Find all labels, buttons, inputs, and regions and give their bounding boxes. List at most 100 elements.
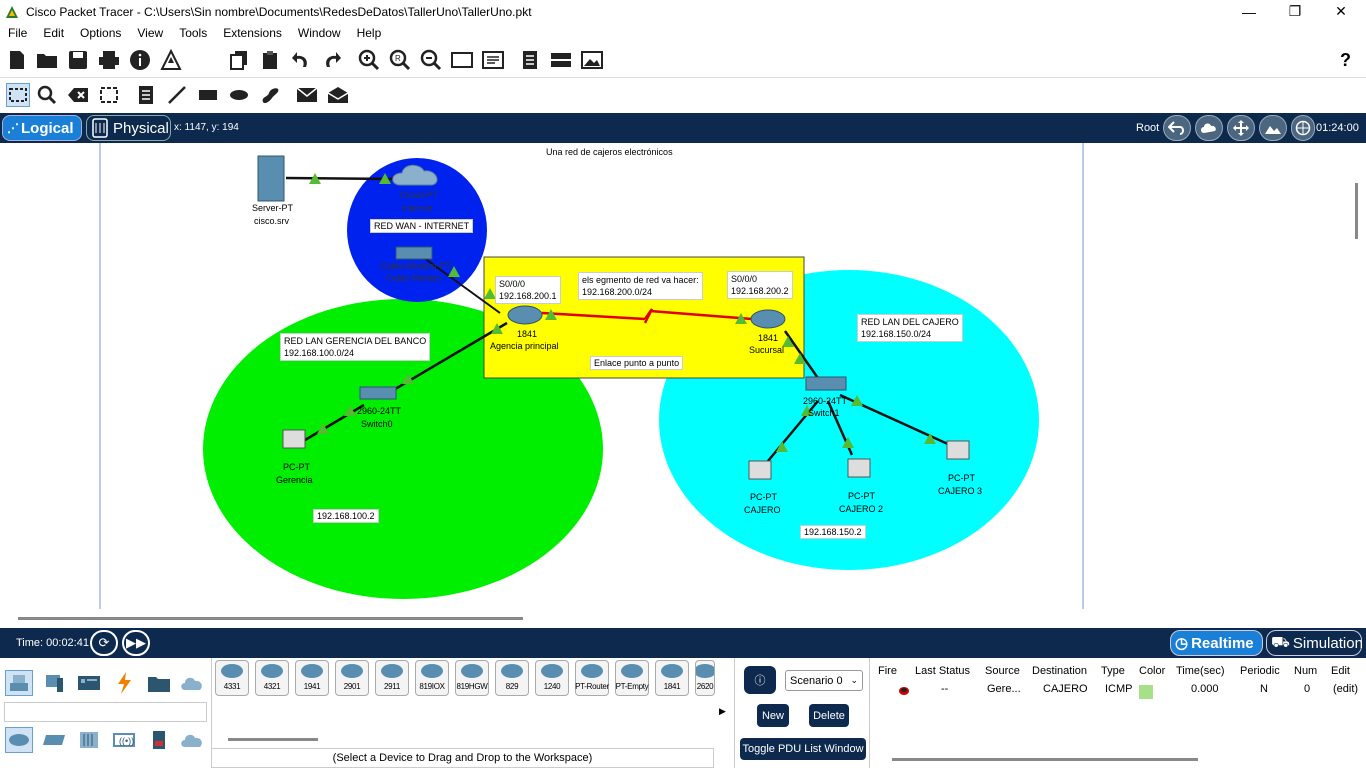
zoom-in-icon[interactable]: [358, 49, 380, 71]
add-complex-pdu-icon[interactable]: [327, 84, 349, 106]
workspace-title-note: Una red de cajeros electrónicos: [546, 147, 673, 157]
menu-file[interactable]: File: [8, 26, 28, 40]
pdu-edit-link[interactable]: (edit): [1333, 683, 1359, 695]
simulation-mode-button[interactable]: ⛟ Simulation: [1266, 630, 1363, 656]
wan-emulation-subcategory-icon[interactable]: [178, 727, 206, 753]
serial-link-part1: [541, 311, 646, 321]
device-819hgw[interactable]: 819HGW: [455, 660, 489, 696]
physical-icon: [92, 118, 108, 138]
draw-ellipse-icon[interactable]: [228, 84, 250, 106]
device-2620[interactable]: 2620: [695, 660, 715, 696]
zoom-reset-icon[interactable]: R: [389, 49, 411, 71]
fire-pdu-icon[interactable]: [896, 682, 912, 700]
router2-interface-note: S0/0/0 192.168.200.2: [727, 271, 793, 299]
device-1941[interactable]: 1941: [295, 660, 329, 696]
device-template-icon[interactable]: [550, 49, 572, 71]
link-type-note: Enlace punto a punto: [590, 356, 684, 370]
pc-gerencia-model-label: PC-PT: [283, 462, 310, 472]
paste-icon[interactable]: [259, 49, 281, 71]
hubs-subcategory-icon[interactable]: [75, 727, 103, 753]
inspect-tool-icon[interactable]: [36, 84, 58, 106]
scenario-info-icon[interactable]: ⓘ: [744, 666, 776, 694]
device-829[interactable]: 829: [495, 660, 529, 696]
menu-options[interactable]: Options: [80, 26, 122, 40]
device-2911[interactable]: 2911: [375, 660, 409, 696]
close-button[interactable]: ✕: [1335, 3, 1347, 19]
toggle-pdu-list-button[interactable]: Toggle PDU List Window: [740, 738, 866, 760]
drawing-palette-icon[interactable]: [451, 49, 473, 71]
end-devices-category-icon[interactable]: [40, 670, 68, 696]
device-list-scrollbar[interactable]: [228, 738, 318, 741]
menu-extensions[interactable]: Extensions: [223, 26, 282, 40]
place-note-icon[interactable]: [135, 84, 157, 106]
add-simple-pdu-icon[interactable]: [296, 84, 318, 106]
security-subcategory-icon[interactable]: [145, 727, 173, 753]
components-category-icon[interactable]: [75, 670, 103, 696]
miscellaneous-category-icon[interactable]: [145, 670, 173, 696]
resize-shape-icon[interactable]: [98, 84, 120, 106]
realtime-mode-button[interactable]: ◷ Realtime: [1170, 630, 1263, 656]
viewport-icon[interactable]: [1291, 115, 1315, 141]
device-4331[interactable]: 4331: [215, 660, 249, 696]
device-819iox[interactable]: 819IOX: [415, 660, 449, 696]
custom-device-dialog-icon[interactable]: [482, 49, 504, 71]
fast-forward-icon[interactable]: ▶▶: [122, 630, 150, 656]
modem-host-label: Cable Modem: [386, 273, 443, 283]
activity-wizard-icon[interactable]: [160, 49, 182, 71]
menu-view[interactable]: View: [137, 26, 164, 40]
screenshot-icon[interactable]: [581, 49, 603, 71]
device-1841[interactable]: 1841: [655, 660, 689, 696]
menu-tools[interactable]: Tools: [179, 26, 208, 40]
scenario-select[interactable]: Scenario 0 ⌄: [785, 670, 863, 691]
multiuser-category-icon[interactable]: [178, 670, 206, 696]
minimize-button[interactable]: —: [1242, 3, 1256, 20]
delete-tool-icon[interactable]: [67, 84, 89, 106]
print-icon[interactable]: [98, 49, 120, 71]
open-folder-icon[interactable]: [36, 49, 58, 71]
delete-scenario-button[interactable]: Delete: [809, 704, 849, 727]
help-icon[interactable]: ?: [1340, 50, 1351, 70]
logical-workspace[interactable]: Una red de cajeros electrónicos Server-P…: [0, 143, 1366, 625]
undo-icon[interactable]: [290, 49, 312, 71]
new-file-icon[interactable]: [6, 49, 28, 71]
copy-icon[interactable]: [228, 49, 250, 71]
device-4321[interactable]: 4321: [255, 660, 289, 696]
tab-physical[interactable]: Physical: [86, 115, 171, 141]
switch0-device: [359, 386, 397, 400]
info-icon[interactable]: [129, 49, 151, 71]
move-object-icon[interactable]: [1227, 115, 1255, 141]
new-cluster-icon[interactable]: [1195, 115, 1223, 141]
back-arrow-icon[interactable]: [1163, 115, 1191, 141]
draw-rectangle-icon[interactable]: [197, 84, 219, 106]
save-icon[interactable]: [67, 49, 89, 71]
notes-icon[interactable]: [519, 49, 541, 71]
routers-subcategory-icon[interactable]: [5, 727, 33, 753]
pdu-list-table: Fire Last Status Source Destination Type…: [872, 658, 1366, 768]
expand-arrow-icon[interactable]: ▶: [719, 706, 726, 716]
pc-cajero-device: [748, 460, 772, 480]
clock-icon: ◷: [1175, 635, 1189, 652]
pdu-list-scrollbar[interactable]: [892, 758, 1198, 761]
menu-help[interactable]: Help: [356, 26, 382, 40]
device-search-field[interactable]: [4, 702, 207, 722]
menu-window[interactable]: Window: [297, 26, 341, 40]
redo-icon[interactable]: [321, 49, 343, 71]
draw-line-icon[interactable]: [166, 84, 188, 106]
device-1240[interactable]: 1240: [535, 660, 569, 696]
tab-logical[interactable]: ⋰ Logical: [2, 115, 82, 141]
wireless-subcategory-icon[interactable]: ((•)): [110, 727, 138, 753]
select-tool-icon[interactable]: [6, 83, 30, 107]
maximize-button[interactable]: ❐: [1288, 3, 1302, 19]
switches-subcategory-icon[interactable]: [40, 727, 68, 753]
zoom-out-icon[interactable]: [420, 49, 442, 71]
connections-category-icon[interactable]: [110, 670, 138, 696]
new-scenario-button[interactable]: New: [757, 704, 789, 727]
freeform-tool-icon[interactable]: [259, 84, 281, 106]
device-2901[interactable]: 2901: [335, 660, 369, 696]
menu-edit[interactable]: Edit: [43, 26, 65, 40]
device-pt-router[interactable]: PT-Router: [575, 660, 609, 696]
network-devices-category-icon[interactable]: [5, 670, 33, 696]
device-pt-empty[interactable]: PT-Empty: [615, 660, 649, 696]
set-tiled-background-icon[interactable]: [1259, 115, 1287, 141]
power-cycle-icon[interactable]: ⟳: [90, 630, 118, 656]
